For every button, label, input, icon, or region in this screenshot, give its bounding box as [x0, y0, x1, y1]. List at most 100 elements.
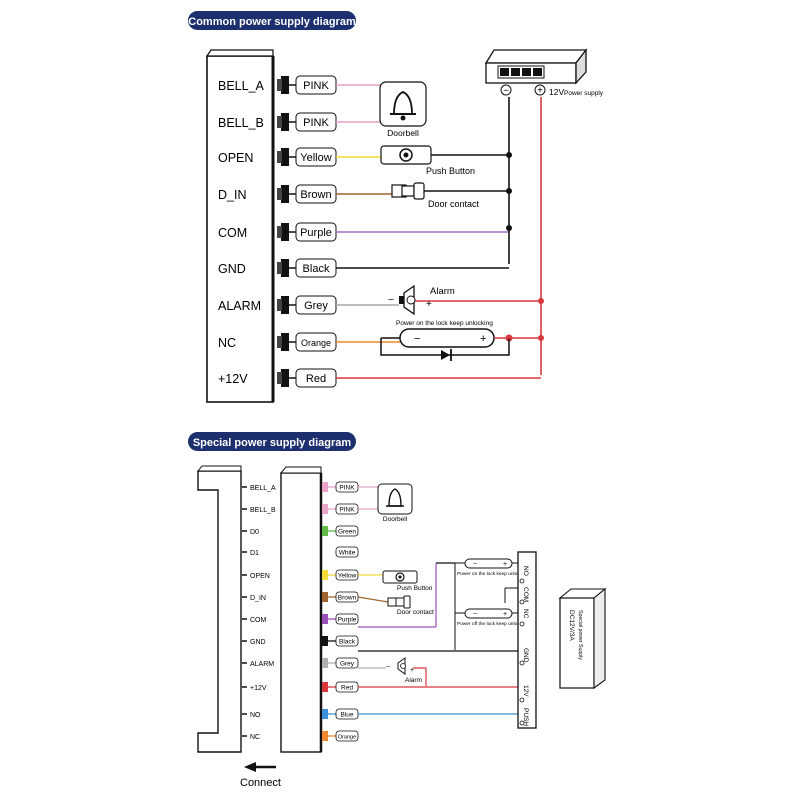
common-header-badge [188, 11, 356, 30]
terminal-connector-pin [277, 79, 282, 91]
terminal-connector [281, 185, 289, 203]
psu-terminal-label: PUSH [522, 708, 529, 726]
wire-label: Brown [338, 595, 357, 602]
wire-label-box [335, 657, 359, 669]
special-header-badge [188, 432, 356, 451]
terminal-label: ALARM [218, 299, 261, 313]
wire-connector [322, 504, 328, 514]
wire-label: Purple [338, 617, 357, 624]
special-alarm-device: − + Alarm [386, 657, 427, 686]
terminal-label: BELL_B [218, 116, 264, 130]
mount-terminal-label: ALARM [250, 661, 274, 668]
psu-terminal-block [517, 551, 537, 729]
wire-connector [322, 526, 328, 536]
door-contact-sensor [401, 185, 415, 197]
terminal-connector [281, 369, 289, 387]
terminal-connector [281, 76, 289, 94]
din-wire [357, 596, 389, 603]
wire-label: Grey [304, 300, 328, 312]
wire-label: Blue [340, 712, 353, 719]
siren-icon-face [400, 663, 406, 669]
bell-icon [393, 91, 413, 115]
psu-terminal-label: 12V [522, 685, 529, 697]
junction-dot [506, 188, 512, 194]
door-contact-magnet [403, 595, 411, 609]
special-wires: PINKPINKGreenWhiteYellowBrownPurpleBlack… [328, 481, 520, 742]
mount-terminal-label: OPEN [250, 573, 270, 580]
special-alarm-plus: + [410, 667, 414, 674]
terminal-label: +12V [218, 372, 248, 386]
special-alarm-label: Alarm [405, 677, 422, 684]
common-title: Common power supply diagram [188, 16, 356, 28]
power-supply: − + 12V Power supply [484, 48, 604, 97]
lock-plus: + [480, 333, 486, 345]
terminal-label: D_IN [218, 188, 246, 202]
wire-label: Orange [338, 735, 356, 741]
lock-off-minus: − [473, 611, 477, 618]
terminal-label: BELL_A [218, 79, 265, 93]
special-doorbell-device: Doorbell [377, 483, 413, 523]
alarm-label: Alarm [430, 286, 455, 297]
common-connectors [277, 76, 289, 387]
terminal-connector [281, 148, 289, 166]
terminal-label: GND [218, 262, 246, 276]
alarm-device: − + Alarm [388, 284, 455, 316]
siren-icon-back [399, 296, 404, 304]
alarm-plus: + [426, 299, 432, 310]
wire-connector [322, 614, 328, 624]
mount-terminal-label: D1 [250, 550, 259, 557]
door-contact-magnet [413, 182, 425, 200]
psu-voltage: 12V [549, 87, 564, 97]
special-power-supply: DC12V/3A Special power Supply [558, 587, 607, 690]
wire-label-box [335, 730, 359, 742]
mount-terminal-label: GND [250, 639, 266, 646]
psu-side [575, 48, 587, 85]
bell-icon-clapper [400, 115, 406, 121]
wire-connector [322, 658, 328, 668]
terminal-connector-pin [277, 226, 282, 238]
lock-off-plus: + [503, 611, 507, 618]
diode-icon [441, 350, 450, 360]
wire-label: Orange [301, 338, 331, 348]
wire-connector [322, 709, 328, 719]
wire-label: Red [306, 373, 326, 385]
special-controller-top [279, 466, 322, 474]
special-locks: Power on the lock keep unlocking − + Pow… [454, 558, 529, 650]
special-push-button-label: Push Button [397, 585, 433, 592]
terminal-connector-pin [277, 336, 282, 348]
special-psu-line2: Special power Supply [577, 610, 583, 660]
push-button-center [403, 152, 409, 158]
mount-terminal-label: NC [250, 734, 260, 741]
terminal-connector [281, 259, 289, 277]
terminal-connector [281, 223, 289, 241]
door-contact-sensor [387, 597, 397, 607]
psu-minus-symbol [500, 84, 512, 96]
psu-screw [522, 68, 531, 76]
terminal-label: COM [218, 226, 247, 240]
wire-label: Red [341, 685, 353, 692]
door-contact-device: Door contact [391, 182, 480, 209]
lock-on-minus: − [473, 561, 477, 568]
wire-label-box [335, 546, 359, 558]
special-diagram: Special power supply diagram BELL_ABELL_… [188, 432, 607, 789]
wire-connector [322, 570, 328, 580]
terminal-connector [281, 113, 289, 131]
wire-label: Purple [300, 227, 332, 239]
psu-screw [500, 68, 509, 76]
mount-terminal-label: +12V [250, 685, 267, 692]
terminal-connector-pin [277, 151, 282, 163]
psu-terminal-strip [497, 65, 545, 79]
special-title: Special power supply diagram [193, 437, 352, 449]
psu-plus-symbol [534, 84, 546, 96]
special-connectors [322, 482, 328, 741]
wire-label: PINK [339, 485, 355, 492]
wire-label-box [335, 613, 359, 625]
special-controller-body [280, 472, 322, 753]
common-diagram: Common power supply diagram BELL_A BELL_B… [188, 11, 604, 403]
bell-icon [388, 488, 402, 507]
wire-connector [322, 682, 328, 692]
psu-minus: − [503, 86, 509, 97]
mount-terminal-label: BELL_B [250, 507, 276, 514]
mount-terminal-label: NO [250, 712, 261, 719]
